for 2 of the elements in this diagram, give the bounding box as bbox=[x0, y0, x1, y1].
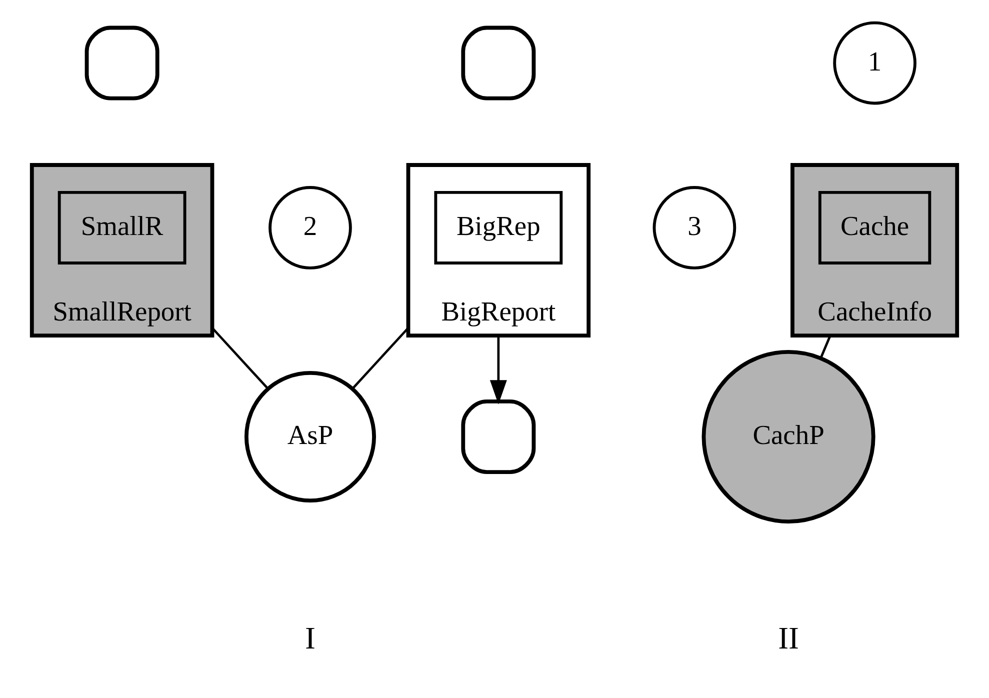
label: II bbox=[778, 620, 799, 655]
label: I bbox=[305, 620, 316, 655]
